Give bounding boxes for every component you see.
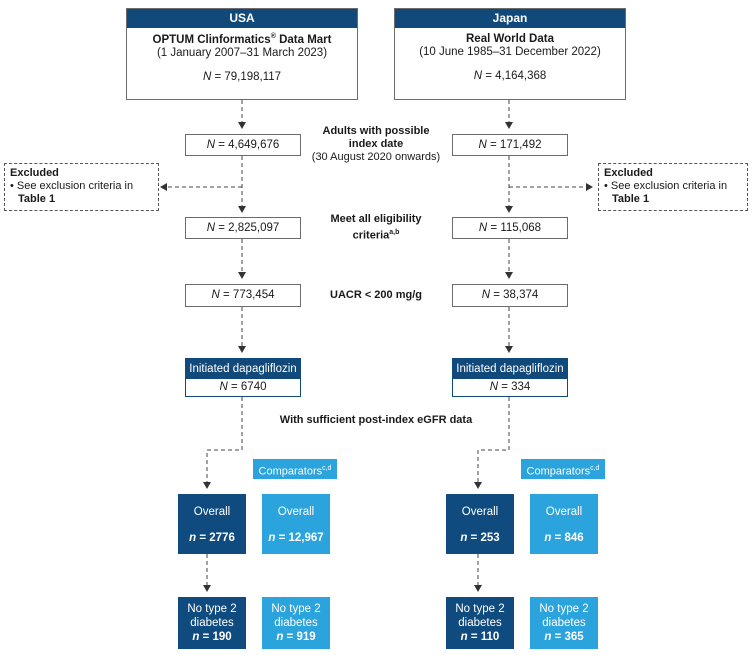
adults-step-label: Adults with possible index date (30 Augu… bbox=[311, 125, 441, 163]
japan-uacr-box: N = 38,374 bbox=[452, 284, 568, 307]
japan-comparator-no-t2d-box: No type 2 diabetes n = 365 bbox=[530, 597, 598, 649]
usa-no-t2d-box: No type 2 diabetes n = 190 bbox=[178, 597, 246, 649]
japan-adults-box: N = 171,492 bbox=[452, 134, 568, 156]
uacr-step-label: UACR < 200 mg/g bbox=[330, 289, 422, 301]
usa-comparators-label: Comparatorsc,d bbox=[253, 459, 337, 479]
sufficient-egfr-label: With sufficient post-index eGFR data bbox=[279, 414, 473, 426]
usa-uacr-box: N = 773,454 bbox=[185, 284, 301, 307]
usa-comparator-no-t2d-box: No type 2 diabetes n = 919 bbox=[262, 597, 330, 649]
japan-overall-box: Overall n = 253 bbox=[446, 494, 514, 554]
japan-excluded-box: Excluded • See exclusion criteria in Tab… bbox=[598, 163, 748, 211]
usa-n-total: N = 79,198,117 bbox=[202, 70, 282, 83]
eligibility-step-label: Meet all eligibility criteriaa,b bbox=[330, 213, 422, 242]
usa-overall-box: Overall n = 2776 bbox=[178, 494, 246, 554]
japan-dapagliflozin-n: N = 334 bbox=[453, 379, 567, 396]
japan-comparator-overall-box: Overall n = 846 bbox=[530, 494, 598, 554]
japan-source-title: Real World Data bbox=[466, 33, 554, 45]
usa-comparator-overall-box: Overall n = 12,967 bbox=[262, 494, 330, 554]
japan-period: (10 June 1985–31 December 2022) bbox=[419, 46, 601, 58]
usa-dapagliflozin-n: N = 6740 bbox=[186, 379, 300, 396]
usa-source-title: OPTUM Clinformatics® Data Mart bbox=[152, 33, 332, 46]
japan-source-box: Japan Real World Data (10 June 1985–31 D… bbox=[394, 8, 626, 100]
usa-dapagliflozin-label: Initiated dapagliflozin bbox=[186, 359, 300, 379]
japan-header: Japan bbox=[395, 9, 625, 28]
japan-n-total: N = 4,164,368 bbox=[473, 70, 547, 82]
usa-header: USA bbox=[127, 9, 357, 28]
japan-no-t2d-box: No type 2 diabetes n = 110 bbox=[446, 597, 514, 649]
usa-period: (1 January 2007–31 March 2023) bbox=[156, 46, 328, 59]
usa-dapagliflozin-box: Initiated dapagliflozin N = 6740 bbox=[185, 358, 301, 397]
usa-excluded-box: Excluded • See exclusion criteria in Tab… bbox=[4, 163, 159, 211]
japan-dapagliflozin-box: Initiated dapagliflozin N = 334 bbox=[452, 358, 568, 397]
usa-adults-box: N = 4,649,676 bbox=[185, 134, 301, 156]
japan-comparators-label: Comparatorsc,d bbox=[521, 459, 605, 479]
usa-source-box: USA OPTUM Clinformatics® Data Mart (1 Ja… bbox=[126, 8, 358, 100]
japan-dapagliflozin-label: Initiated dapagliflozin bbox=[453, 359, 567, 379]
japan-eligible-box: N = 115,068 bbox=[452, 217, 568, 239]
usa-eligible-box: N = 2,825,097 bbox=[185, 217, 301, 239]
